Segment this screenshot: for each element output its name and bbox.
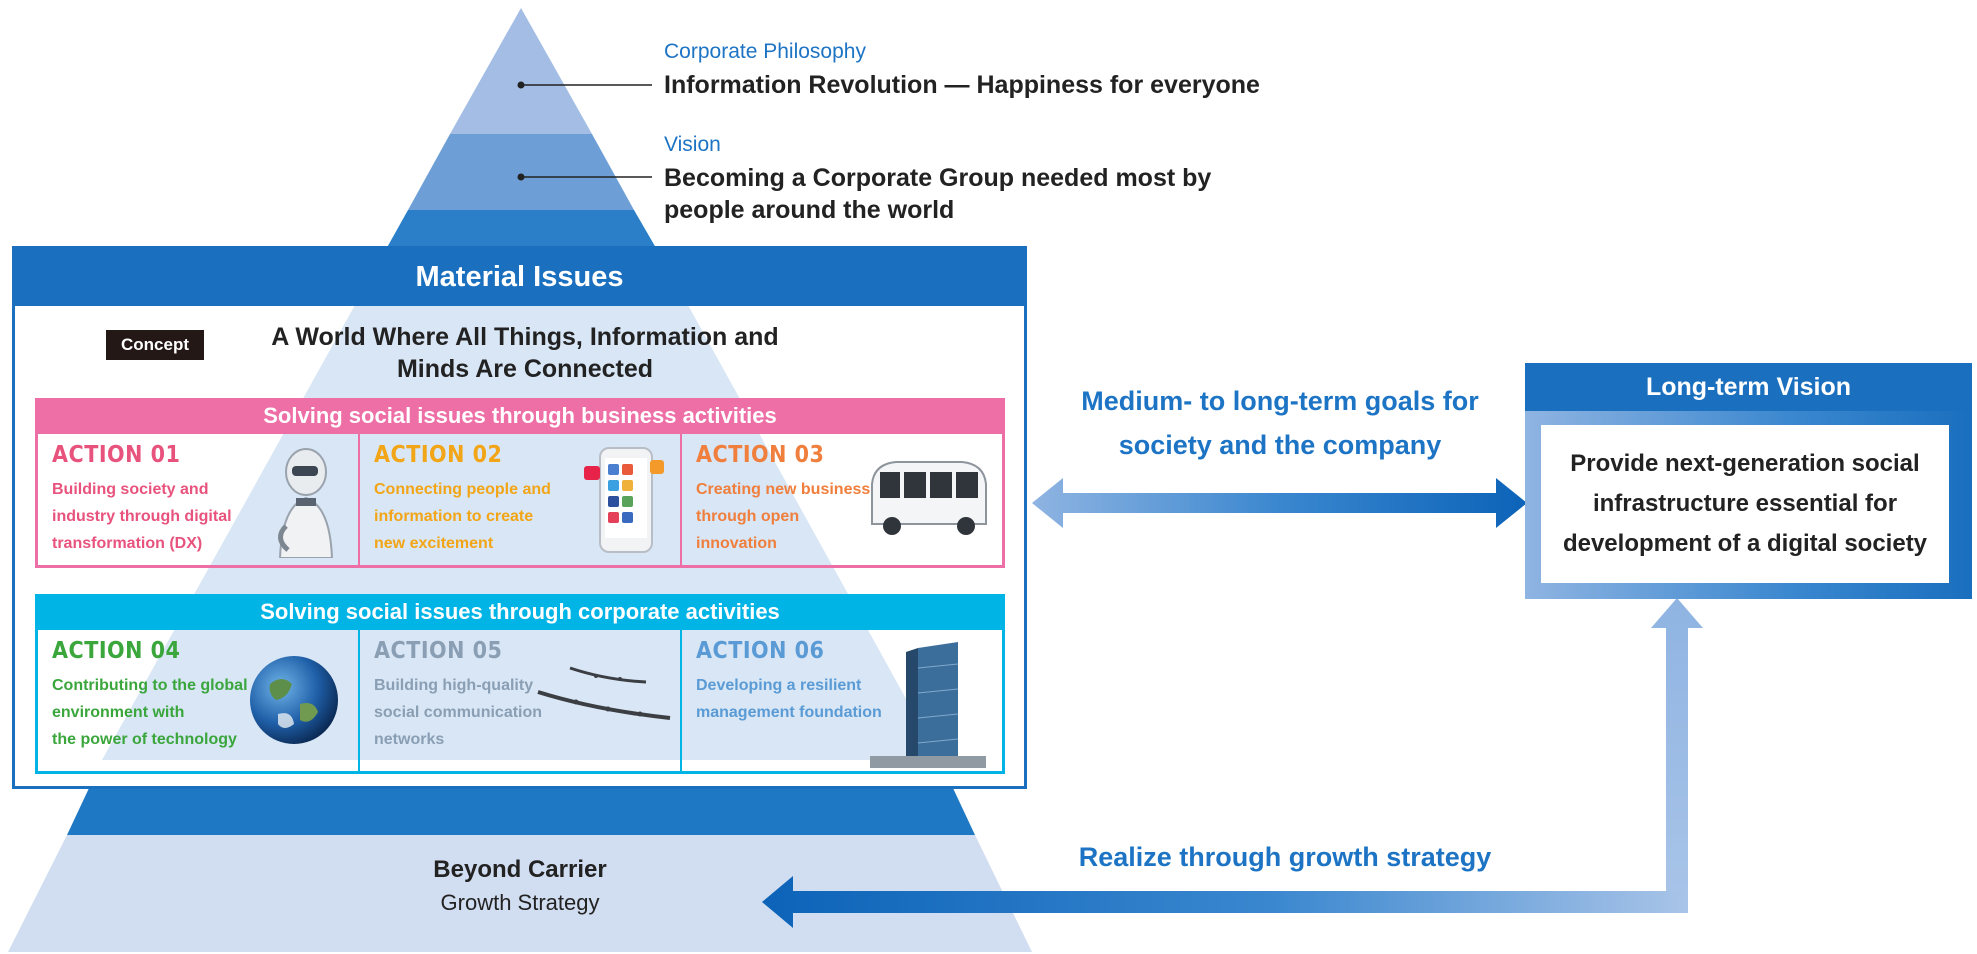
action-01-title: ACTION 01 <box>52 442 181 468</box>
long-term-vision-line2: infrastructure essential for <box>1592 490 1898 517</box>
long-term-vision-box: Long-term Vision Provide next-generation… <box>1525 363 1972 599</box>
long-term-vision-line1: Provide next-generation social <box>1570 450 1920 477</box>
corporate-activities-header: Solving social issues through corporate … <box>35 594 1005 630</box>
concept-text: A World Where All Things, Information an… <box>215 321 835 385</box>
long-term-vision-line3: development of a digital society <box>1562 530 1928 557</box>
philosophy-label: Corporate Philosophy <box>664 40 866 63</box>
action-03-title: ACTION 03 <box>696 442 825 468</box>
concept-badge: Concept <box>106 330 204 360</box>
long-term-vision-content: Provide next-generation social infrastru… <box>1541 425 1949 583</box>
vision-up-arrow <box>1651 598 1703 912</box>
submarine-cable-icon <box>537 666 671 720</box>
business-activities-header: Solving social issues through business a… <box>35 398 1005 434</box>
philosophy-text: Information Revolution — Happiness for e… <box>664 71 1260 99</box>
goals-double-arrow <box>1032 478 1527 528</box>
action-06-desc: Developing a resilient management founda… <box>696 677 882 721</box>
action-02-desc: Connecting people and information to cre… <box>374 481 551 552</box>
material-issues-box: Material Issues Concept A World Where Al… <box>12 246 1027 789</box>
action-05-title: ACTION 05 <box>374 638 503 664</box>
business-activities-group: Solving social issues through business a… <box>35 398 1005 568</box>
action-01-card: ACTION 01 Building society and industry … <box>38 434 360 565</box>
action-02-title: ACTION 02 <box>374 442 503 468</box>
goals-label-line1: Medium- to long-term goals for <box>1081 386 1479 416</box>
realize-arrow <box>762 876 1688 928</box>
goals-label-line2: society and the company <box>1118 430 1442 460</box>
philosophy-dot <box>517 81 525 89</box>
realize-arrow-label: Realize through growth strategy <box>1078 842 1492 872</box>
action-05-card: ACTION 05 Building high-quality social c… <box>360 630 682 771</box>
pyramid-vision <box>408 134 634 210</box>
growth-strategy-subtitle: Growth Strategy <box>440 890 600 915</box>
corporate-actions-row: ACTION 04 Contributing to the global env… <box>35 630 1005 774</box>
pyramid-top <box>450 8 592 134</box>
action-04-card: ACTION 04 Contributing to the global env… <box>38 630 360 771</box>
vision-text-line1: Becoming a Corporate Group needed most b… <box>664 164 1212 192</box>
corporate-activities-group: Solving social issues through corporate … <box>35 594 1005 774</box>
action-01-desc: Building society and industry through di… <box>52 481 232 552</box>
action-04-title: ACTION 04 <box>52 638 181 664</box>
concept-line2: Minds Are Connected <box>396 355 654 383</box>
robot-icon <box>278 448 334 558</box>
pyramid-material-back <box>102 260 940 760</box>
pyramid-base <box>8 835 1032 952</box>
action-03-card: ACTION 03 Creating new business through … <box>682 434 1002 565</box>
material-issues-header: Material Issues <box>15 249 1024 306</box>
vision-dot <box>517 173 525 181</box>
office-building-icon <box>870 642 986 768</box>
action-06-card: ACTION 06 Developing a resilient managem… <box>682 630 1002 771</box>
action-04-desc: Contributing to the global environment w… <box>52 677 248 748</box>
long-term-vision-header: Long-term Vision <box>1645 372 1852 401</box>
pyramid-band <box>67 786 975 835</box>
autonomous-bus-icon <box>871 461 987 535</box>
action-03-desc: Creating new business through open innov… <box>696 481 871 552</box>
concept-line1: A World Where All Things, Information an… <box>271 323 779 351</box>
action-02-card: ACTION 02 Connecting people and informat… <box>360 434 682 565</box>
action-05-desc: Building high-quality social communicati… <box>374 677 543 748</box>
smartphone-apps-icon <box>584 447 664 553</box>
beyond-carrier-title: Beyond Carrier <box>433 856 607 883</box>
vision-text-line2: people around the world <box>664 196 955 224</box>
vision-label: Vision <box>664 133 721 156</box>
business-actions-row: ACTION 01 Building society and industry … <box>35 434 1005 568</box>
earth-globe-icon <box>250 656 338 744</box>
action-06-title: ACTION 06 <box>696 638 825 664</box>
goals-arrow-label: Medium- to long-term goals for society a… <box>1040 379 1520 467</box>
